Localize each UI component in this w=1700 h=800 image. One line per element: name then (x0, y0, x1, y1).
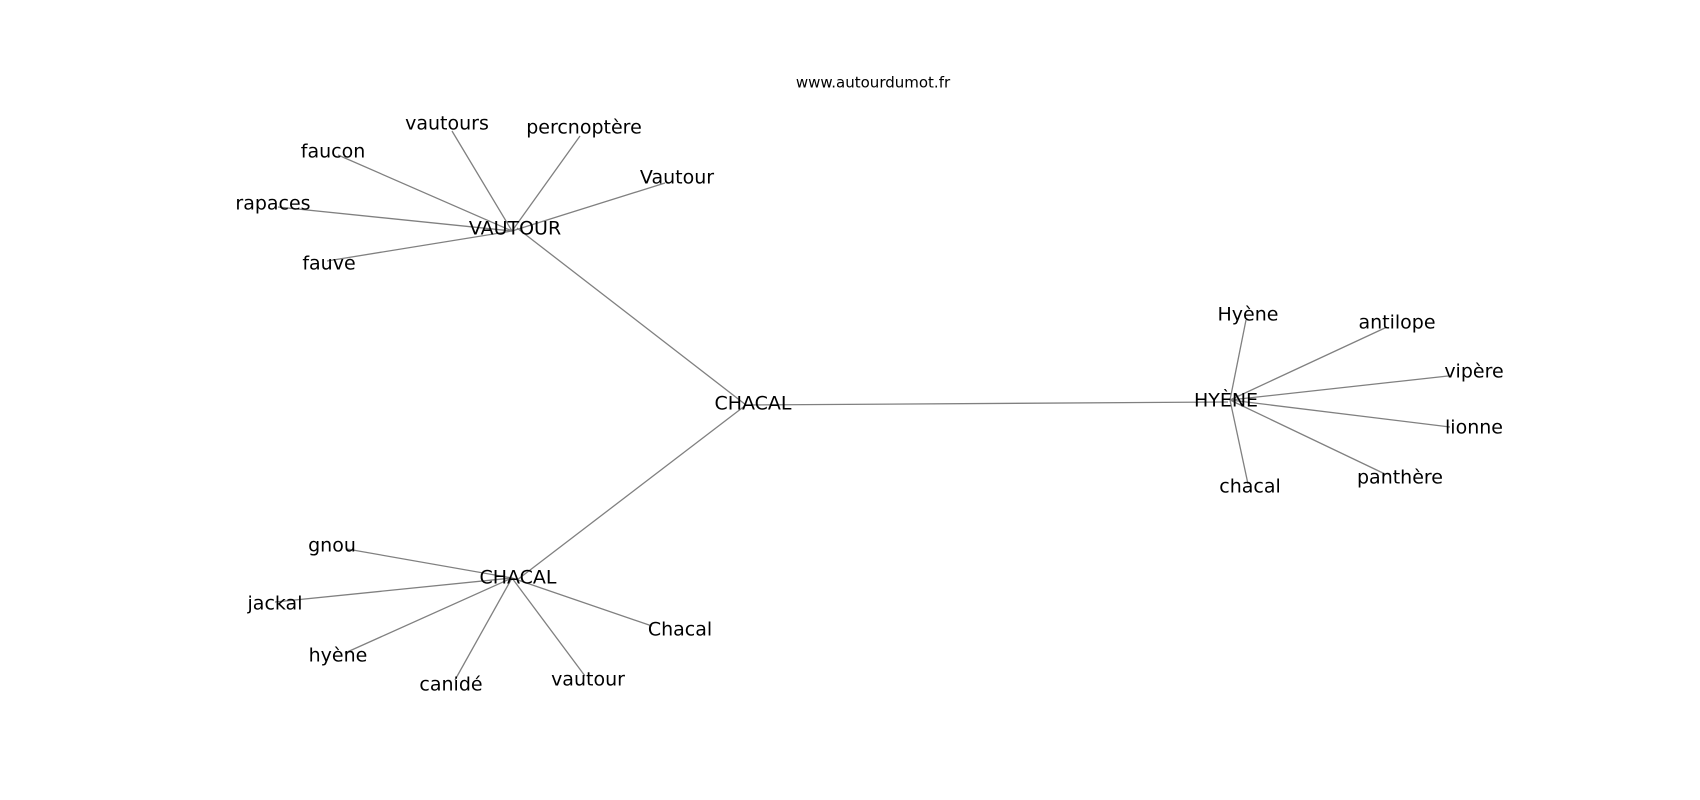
node-vipere[interactable]: vipère (1444, 361, 1503, 383)
node-rapaces[interactable]: rapaces (235, 193, 310, 215)
graph-nodes: CHACAL VAUTOUR CHACAL HYÈNE vautours percnopt… (235, 113, 1503, 696)
node-Hyene[interactable]: Hyène (1218, 304, 1279, 326)
node-Vautour[interactable]: Vautour (640, 167, 714, 189)
node-gnou[interactable]: gnou (308, 535, 356, 557)
edge-root-vautour_hub (516, 227, 747, 406)
node-percnoptere[interactable]: percnoptère (526, 117, 642, 139)
node-vautours[interactable]: vautours (405, 113, 489, 135)
edge-vautour_hub-fauve (326, 230, 513, 262)
edge-hyene_hub-panthere (1229, 399, 1386, 475)
edge-hyene_hub-antilope (1229, 326, 1388, 401)
edge-hyene_hub-chacal_lc (1229, 399, 1249, 485)
edge-chacal_hub-jackal (274, 577, 513, 603)
node-vautour_lc[interactable]: vautour (551, 669, 625, 691)
edge-vautour_hub-vautours (451, 130, 513, 232)
node-vautour_hub[interactable]: VAUTOUR (469, 218, 561, 240)
site-url-label: www.autourdumot.fr (796, 74, 951, 92)
edge-chacal_hub-hyene_lc (344, 577, 513, 654)
edge-root-hyene_hub (745, 401, 1229, 406)
node-hyene_hub[interactable]: HYÈNE (1194, 389, 1258, 412)
node-antilope[interactable]: antilope (1358, 312, 1435, 334)
node-Chacal[interactable]: Chacal (648, 619, 712, 641)
node-lionne[interactable]: lionne (1445, 417, 1503, 439)
edge-hyene_hub-Hyene (1229, 319, 1247, 401)
node-fauve[interactable]: fauve (302, 253, 355, 275)
edge-vautour_hub-rapaces (277, 206, 513, 232)
node-root[interactable]: CHACAL (714, 393, 791, 415)
edge-hyene_hub-vipere (1229, 375, 1449, 401)
edge-vautour_hub-faucon (337, 154, 513, 232)
node-chacal_hub[interactable]: CHACAL (479, 567, 556, 589)
node-hyene_lc[interactable]: hyène (309, 645, 368, 667)
edge-vautour_hub-percnoptere (511, 135, 581, 232)
graph-edges (274, 130, 1451, 681)
node-panthere[interactable]: panthère (1357, 467, 1443, 489)
node-canide[interactable]: canidé (419, 674, 482, 696)
edge-vautour_hub-Vautour (511, 182, 666, 232)
edge-root-chacal_hub (516, 404, 747, 581)
edge-chacal_hub-vautour_lc (511, 577, 586, 677)
edge-hyene_hub-lionne (1229, 399, 1451, 428)
edge-chacal_hub-Chacal (511, 577, 653, 627)
node-faucon[interactable]: faucon (301, 141, 366, 163)
node-jackal[interactable]: jackal (247, 593, 303, 615)
edge-chacal_hub-gnou (346, 548, 513, 579)
node-chacal_lc[interactable]: chacal (1219, 476, 1281, 498)
edge-chacal_hub-canide (454, 577, 513, 681)
